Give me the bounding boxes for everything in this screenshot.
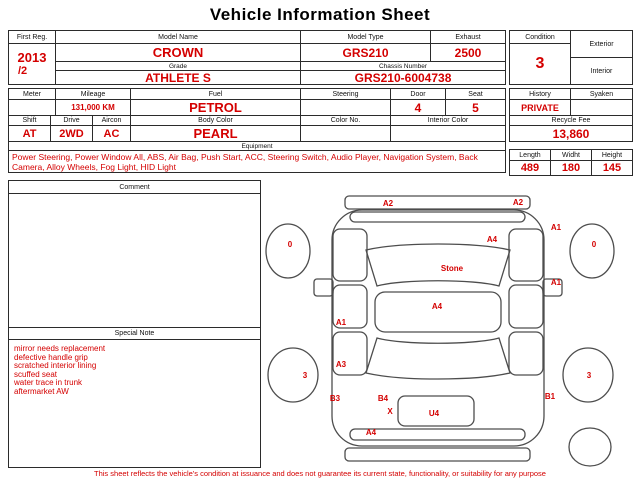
- model-type-label: Model Type: [300, 30, 431, 44]
- rear-window-shape: [365, 337, 511, 380]
- width-value: 180: [550, 160, 592, 176]
- meter-value: [8, 99, 56, 116]
- special-note-list: mirror needs replacement defective handl…: [9, 340, 260, 402]
- seat-value: 5: [445, 99, 506, 116]
- comment-box: Comment: [8, 180, 261, 328]
- marker-front-bumper-left: A2: [383, 199, 394, 208]
- interior-label: Interior: [570, 57, 633, 85]
- first-reg-month: /2: [18, 65, 28, 77]
- history-value: PRIVATE: [509, 99, 571, 116]
- marker-front-right-wheel: 0: [592, 240, 597, 249]
- hood-edge-shape: [349, 211, 526, 223]
- left-front-fender-shape: [332, 228, 368, 282]
- special-note-item: water trace in trunk: [14, 378, 83, 388]
- grade-value: ATHLETE S: [55, 70, 301, 85]
- disclaimer-text: This sheet reflects the vehicle's condit…: [94, 469, 546, 478]
- front-right-wheel-shape: [569, 223, 615, 279]
- interior-color-value: [390, 125, 506, 142]
- first-reg-label: First Reg.: [8, 30, 56, 44]
- left-mirror-shape: [313, 278, 334, 297]
- marker-rear-left-wheel: 3: [303, 371, 308, 380]
- rear-bumper-shape: [344, 447, 531, 462]
- front-bumper-shape: [344, 195, 531, 210]
- marker-roof: A4: [432, 302, 443, 311]
- equipment-value: Power Steering, Power Window All, ABS, A…: [8, 150, 506, 173]
- exterior-label: Exterior: [570, 30, 633, 58]
- right-mirror-shape: [542, 278, 563, 297]
- marker-rear-panel: A4: [366, 428, 377, 437]
- fuel-value: PETROL: [130, 99, 301, 116]
- marker-rear-left-panel: B3: [330, 394, 341, 403]
- special-note-item: scratched interior lining: [14, 361, 97, 371]
- rear-left-wheel-shape: [267, 347, 319, 403]
- color-no-value: [300, 125, 391, 142]
- marker-trunk-center: U4: [429, 409, 440, 418]
- marker-front-left-wheel: 0: [288, 240, 293, 249]
- marker-windshield: Stone: [441, 264, 464, 273]
- special-note-box: Special Note mirror needs replacement de…: [8, 327, 261, 468]
- first-reg-value: 2013 /2: [8, 43, 56, 85]
- marker-right-front-door: A1: [551, 278, 562, 287]
- roof-shape: [374, 291, 502, 333]
- recycle-fee-value: 13,860: [509, 125, 633, 142]
- marker-rear-right-wheel: 3: [587, 371, 592, 380]
- height-value: 145: [591, 160, 633, 176]
- chassis-number-value: GRS210-6004738: [300, 70, 506, 85]
- exhaust-value: 2500: [430, 43, 506, 62]
- syaken-value: [570, 99, 633, 116]
- first-reg-year: 2013: [17, 50, 47, 65]
- windshield-shape: [365, 243, 511, 287]
- special-note-label: Special Note: [9, 328, 260, 340]
- right-rear-door-shape: [508, 331, 544, 376]
- model-type-value: GRS210: [300, 43, 431, 62]
- special-note-item: mirror needs replacement: [14, 344, 106, 353]
- page-title: Vehicle Information Sheet: [209, 5, 431, 24]
- car-diagram: A2 A2 A4 A1 0 0 Stone A1 A4 A1 A3 3 3 B3…: [265, 195, 615, 467]
- condition-label: Condition: [509, 30, 571, 44]
- marker-hood: A4: [487, 235, 498, 244]
- length-value: 489: [509, 160, 551, 176]
- door-value: 4: [390, 99, 446, 116]
- aircon-value: AC: [92, 125, 131, 142]
- right-front-door-shape: [508, 284, 544, 329]
- car-body-shape: [331, 209, 545, 447]
- special-note-item: scuffed seat: [14, 369, 57, 379]
- mileage-value: 131,000 KM: [55, 99, 131, 116]
- front-left-wheel-shape: [265, 223, 311, 279]
- marker-trunk-x: X: [387, 407, 393, 416]
- marker-trunk-left: B4: [378, 394, 389, 403]
- marker-left-rear-door: A3: [336, 360, 347, 369]
- marker-left-front-door: A1: [336, 318, 347, 327]
- trunk-shape: [397, 395, 475, 427]
- steering-value: [300, 99, 391, 116]
- condition-value: 3: [509, 43, 571, 85]
- drive-value: 2WD: [50, 125, 93, 142]
- model-name-label: Model Name: [55, 30, 301, 44]
- shift-value: AT: [8, 125, 51, 142]
- special-note-item: aftermarket AW: [14, 386, 69, 396]
- spare-tire-shape: [568, 427, 612, 467]
- special-note-item: defective handle grip: [14, 352, 88, 362]
- model-name-value: CROWN: [55, 43, 301, 62]
- rear-edge-shape: [349, 428, 526, 441]
- marker-front-right-fender: A1: [551, 223, 562, 232]
- marker-front-bumper-right: A2: [513, 198, 524, 207]
- left-rear-door-shape: [332, 331, 368, 376]
- exhaust-label: Exhaust: [430, 30, 506, 44]
- marker-rear-right-panel: B1: [545, 392, 556, 401]
- body-color-value: PEARL: [130, 125, 301, 142]
- left-front-door-shape: [332, 284, 368, 329]
- rear-right-wheel-shape: [562, 347, 614, 403]
- right-front-fender-shape: [508, 228, 544, 282]
- comment-label: Comment: [9, 181, 260, 194]
